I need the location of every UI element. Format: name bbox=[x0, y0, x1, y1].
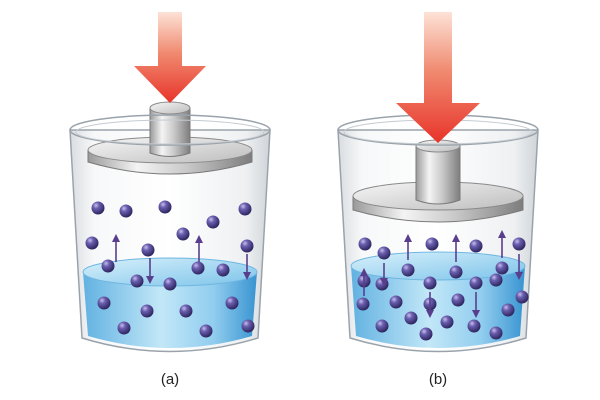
molecule bbox=[501, 303, 515, 317]
molecule bbox=[404, 311, 418, 325]
molecule bbox=[119, 204, 133, 218]
molecule bbox=[449, 265, 463, 279]
molecule bbox=[163, 277, 177, 291]
molecule bbox=[101, 259, 115, 273]
pressure-arrow bbox=[396, 12, 480, 143]
liquid-molecules bbox=[97, 274, 255, 338]
molecule bbox=[375, 277, 389, 291]
molecule bbox=[140, 304, 154, 318]
molecule bbox=[377, 246, 391, 260]
molecule bbox=[206, 215, 220, 229]
piston-rod-top bbox=[149, 101, 191, 115]
molecule bbox=[489, 273, 503, 287]
liquid bbox=[351, 266, 525, 348]
beaker-rim-inner bbox=[75, 119, 265, 145]
molecule bbox=[199, 324, 213, 338]
molecule bbox=[240, 239, 254, 253]
molecule bbox=[423, 276, 437, 290]
vapor-molecules bbox=[85, 200, 254, 277]
panel-b-label: (b) bbox=[429, 371, 447, 388]
molecule bbox=[225, 296, 239, 310]
panel-a: (a) bbox=[69, 12, 271, 388]
molecule bbox=[512, 237, 526, 251]
molecule bbox=[130, 274, 144, 288]
molecule bbox=[238, 202, 252, 216]
molecule bbox=[469, 276, 483, 290]
molecule bbox=[91, 201, 105, 215]
molecule bbox=[495, 261, 509, 275]
molecule bbox=[191, 261, 205, 275]
molecule bbox=[469, 239, 483, 253]
panel-b: (b) bbox=[337, 12, 539, 388]
molecule bbox=[117, 321, 131, 335]
molecule bbox=[358, 237, 372, 251]
molecule bbox=[179, 304, 193, 318]
molecule bbox=[489, 326, 503, 340]
molecule bbox=[515, 290, 529, 304]
beaker-rim bbox=[69, 114, 271, 146]
vapor-molecules bbox=[357, 237, 526, 288]
liquid-surface bbox=[350, 251, 526, 281]
motion-arrows bbox=[360, 230, 523, 318]
piston-rod bbox=[415, 145, 461, 205]
panel-a-label: (a) bbox=[161, 371, 179, 388]
pressure-arrow bbox=[134, 12, 206, 103]
motion-arrows bbox=[112, 234, 251, 284]
molecule bbox=[375, 319, 389, 333]
molecule bbox=[141, 243, 155, 257]
molecule bbox=[241, 319, 255, 333]
molecule bbox=[85, 236, 99, 250]
molecule bbox=[451, 293, 465, 307]
molecule bbox=[97, 296, 111, 310]
molecule bbox=[356, 297, 370, 311]
molecule bbox=[467, 319, 481, 333]
molecule bbox=[401, 263, 415, 277]
molecule bbox=[389, 295, 403, 309]
molecule bbox=[419, 327, 433, 341]
molecule bbox=[440, 315, 454, 329]
molecule bbox=[425, 237, 439, 251]
molecule bbox=[158, 200, 172, 214]
molecule bbox=[216, 263, 230, 277]
molecule bbox=[176, 227, 190, 241]
